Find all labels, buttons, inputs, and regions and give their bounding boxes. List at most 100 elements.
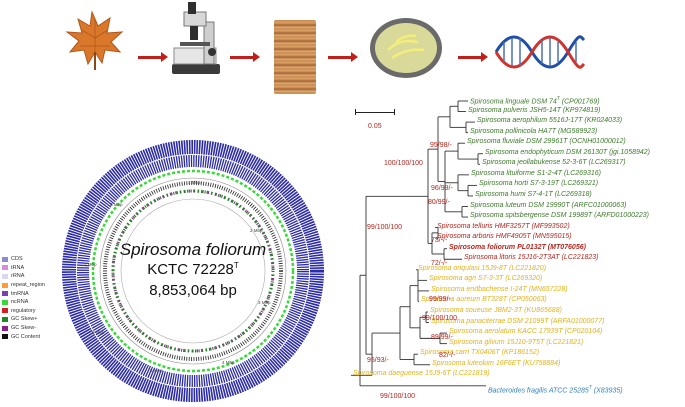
taxon-strain: 15J9-8T [481,264,508,272]
taxon-label: Spirosoma foliorum PL0132T (MT076056) [449,244,586,251]
taxon-strain-sup: T [588,384,592,391]
taxon-accession: (LC221823) [559,254,599,262]
taxon-label: Spirosoma linguale DSM 74T (CP001769) [470,96,600,105]
taxon-label: Spirosoma endbachense I-24T (MN657228) [431,286,568,293]
taxon-strain: DSM 26130T [565,148,608,156]
taxon-label: Spirosoma aureum BT328T (CP050063) [421,296,547,303]
taxon-name: Spirosoma carri [420,349,471,357]
legend-label: tRNA [11,264,25,271]
bootstrap-value: 96/99/- [431,185,453,192]
bootstrap-value: 82/-/- [439,352,456,359]
taxon-strain: DSM 19989T [550,212,593,220]
taxon-label: Spirosoma lituiforme S1-2-4T (LC269316) [471,170,601,177]
taxon-accession: (LC269317) [586,159,626,167]
legend-label: GC Content [11,333,41,340]
taxon-accession: (jgi.1058942) [607,148,650,156]
legend-item: GC Content [2,332,62,341]
taxon-accession: (MN595015) [530,233,572,241]
legend-item: rRNA [2,272,62,281]
ring-label-8: 8 Mbp [110,202,123,207]
taxon-accession: (KP974819) [560,106,601,114]
genome-strain-text: KCTC 72228 [147,261,234,278]
legend-swatch [2,265,8,271]
taxon-label: Spirosoma spitsbergense DSM 19989T (ARFD… [470,212,649,219]
taxon-strain: 5516J-17T [548,117,583,125]
taxon-label: Spirosoma panaciterrae DSM 21099T (ARFA0… [431,318,604,325]
taxon-name: Spirosoma jeollabukense [482,159,563,167]
taxon-strain: S7-3-3T [478,275,504,283]
bootstrap-value: 100/100/100 [384,160,423,167]
legend-swatch [2,334,8,340]
taxon-label: Bacteroides fragilis ATCC 25285T (X83935… [488,385,623,394]
taxon-name: Spirosoma pulveris [468,106,530,114]
legend-swatch [2,273,8,279]
taxon-strain: JBM2-3T [493,307,523,314]
ring-label-1: 1 Mbp [188,180,201,185]
taxon-name: Spirosoma humi [475,190,528,198]
taxon-name: Spirosoma agri [429,275,479,283]
taxon-label: Spirosoma fluviale DSM 29961T (OCNH01000… [467,138,626,145]
taxon-strain: 52-3-6T [562,159,587,167]
taxon-accession: (LC221821) [544,338,584,346]
bootstrap-value: 89/99/- [431,334,453,341]
arrow-2 [230,52,260,62]
taxon-strain: JSH5-14T [529,106,561,114]
taxon-name: Spirosoma luteum [470,201,529,209]
taxon-accession: (CP001769) [559,98,600,106]
ring-label-5: 5 Mbp [150,368,163,373]
taxon-strain: 15J10-9T5T [506,338,545,346]
taxon-name: Spirosoma endbachense [431,285,511,293]
taxon-accession: (LC269316) [562,169,601,177]
petri-dish-icon [370,18,442,78]
bootstrap-value: 80/99/- [428,199,450,206]
taxon-name: Spirosoma foliorum [449,243,518,251]
taxon-accession: (CP020104) [562,328,603,336]
taxon-label: Spirosoma arboris HMF4905T (MN595015) [437,233,572,240]
dna-icon [494,35,586,69]
taxon-name: Spirosoma linguale [470,98,532,106]
legend-item: repeat_region [2,281,62,290]
taxon-strain: DSM 21099T [507,317,549,325]
legend-swatch [2,308,8,314]
genome-strain: KCTC 72228T [108,261,278,278]
taxon-strain: 15J16-2T3AT [517,254,560,262]
legend-label: rRNA [11,273,25,280]
taxon-accession: (MT076056) [545,243,586,251]
taxon-accession: (ARFA01000077) [548,317,605,325]
taxon-name: Spirosoma litoris [464,254,518,262]
ring-label-7: 7 Mbp [84,262,97,267]
taxon-label: Spirosoma gilvum 15J10-9T5T (LC221821) [449,339,583,346]
taxon-strain: HA7T [538,127,556,135]
arrow-3 [328,52,358,62]
taxon-label: Spirosoma luteolum 16F6ET (KU758884) [432,360,560,367]
taxon-name: Spirosoma arboris [437,233,496,241]
legend-swatch [2,325,8,331]
taxon-accession: (KU758884) [520,359,561,367]
taxon-accession: (KU865688) [522,307,562,314]
ring-label-3: 3 Mbp [258,300,271,305]
taxon-name: Spirosoma aerolatum [449,328,518,336]
legend-item: GC Skew- [2,324,62,333]
taxon-label: Spirosoma pollinicola HA7T (MG589923) [470,128,597,135]
bootstrap-value: 99/100/100 [380,393,416,400]
taxon-accession: (MF993502) [529,222,570,230]
taxon-label: Spirosoma agri S7-3-3T (LC269320) [429,275,542,282]
taxon-strain: HMF4905T [495,233,531,241]
taxon-accession: (LC221820) [507,264,547,272]
legend-item: regulatory [2,307,62,316]
taxon-accession: (ARFD01000223) [592,212,649,220]
taxon-label: Spirosoma carri TX0406T (KP186152) [420,349,539,356]
legend-swatch [2,299,8,305]
taxon-label: Spirosoma litoris 15J16-2T3AT (LC221823) [464,254,599,261]
taxon-label: Spirosoma aerolatum KACC 17939T (CP02010… [449,328,602,335]
legend-label: tmRNA [11,290,29,297]
legend-item: CDS [2,255,62,264]
taxon-strain: 15J9-6T [425,370,451,378]
bootstrap-value: 99/100/100 [422,315,458,322]
taxon-accession: (LC269320) [503,275,543,283]
genome-size: 8,853,064 bp [149,282,237,299]
legend-label: regulatory [11,307,36,314]
tree-branches [351,100,486,387]
legend-item: tmRNA [2,289,62,298]
taxon-strain: PL0132T [517,243,546,251]
